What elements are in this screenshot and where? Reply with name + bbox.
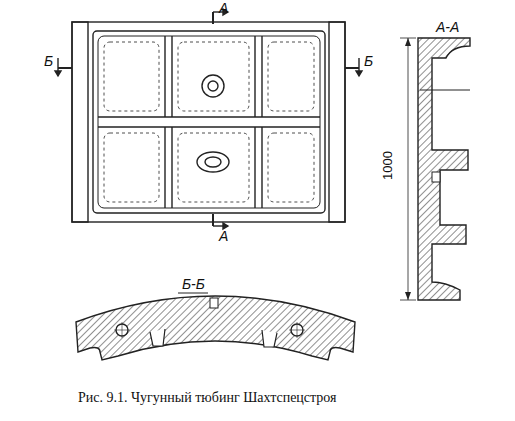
section-title: А-А (436, 20, 459, 34)
section-mark: Б (364, 54, 373, 68)
section-mark: А (219, 1, 228, 15)
section-mark: Б (44, 54, 53, 68)
section-title: Б-Б (182, 277, 205, 291)
dimension-value: 1000 (381, 151, 394, 180)
figure-caption: Рис. 9.1. Чугунный тюбинг Шахтспецстроя (78, 391, 337, 405)
section-mark: А (219, 229, 228, 243)
